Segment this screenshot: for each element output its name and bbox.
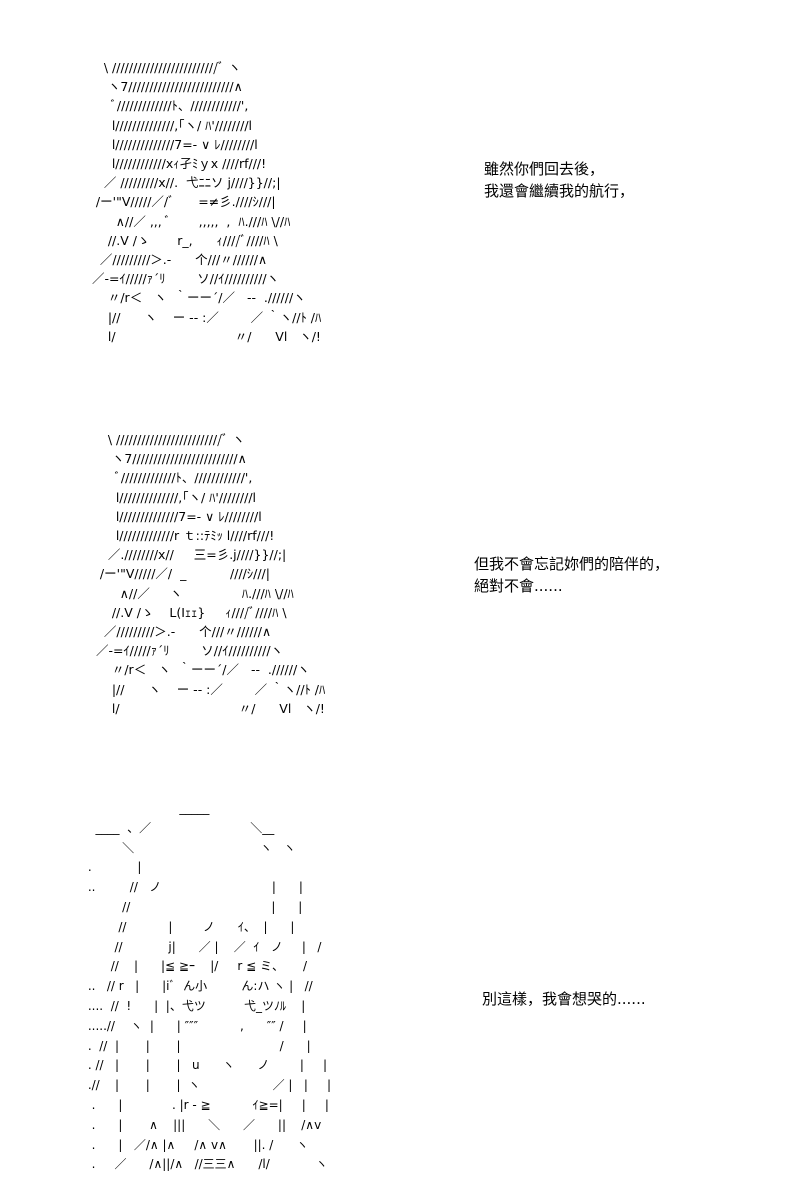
ascii-art-figure: \ /////////////////////////ﾞ ヽ ヽ7///////… [91, 60, 322, 344]
ascii-art-figure: _____ ____ 、／ ＼__ ＼ ヽ ヽ . | .. // ノ | | … [87, 801, 332, 1172]
dialogue-caption: 但我不會忘記妳們的陪伴的， 絕對不會...... [474, 553, 669, 597]
dialogue-caption: 別這樣，我會想哭的...... [482, 988, 646, 1010]
panel-1: \ /////////////////////////ﾞ ヽ ヽ7///////… [0, 0, 800, 390]
dialogue-line: 雖然你們回去後， [484, 160, 605, 178]
dialogue-caption: 雖然你們回去後， 我還會繼續我的航行， [484, 158, 634, 202]
ascii-art-figure: \ /////////////////////////ﾞ ヽ ヽ7///////… [95, 432, 326, 716]
panel-3: _____ ____ 、／ ＼__ ＼ ヽ ヽ . | .. // ノ | | … [0, 785, 800, 1200]
dialogue-line: 但我不會忘記妳們的陪伴的， [474, 555, 670, 573]
dialogue-line: 絕對不會...... [474, 577, 563, 595]
dialogue-line: 別這樣，我會想哭的...... [482, 990, 646, 1008]
dialogue-line: 我還會繼續我的航行， [484, 182, 635, 200]
panel-2: \ /////////////////////////ﾞ ヽ ヽ7///////… [0, 390, 800, 785]
